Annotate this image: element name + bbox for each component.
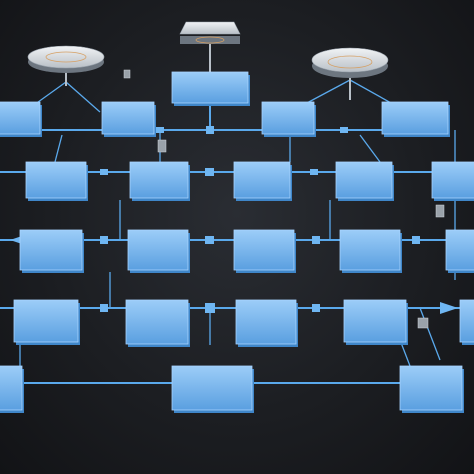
- platform-ring: [327, 55, 373, 69]
- sensor-icon: [435, 204, 445, 218]
- node-box: [233, 229, 296, 273]
- node-box-face: [127, 229, 189, 271]
- node-box: [339, 229, 402, 273]
- node-box-face: [19, 229, 83, 271]
- drop-4: [359, 134, 381, 163]
- conn-dot: [205, 303, 215, 313]
- node-box-face: [13, 299, 79, 343]
- node-box-face: [399, 365, 463, 411]
- node-box-face: [25, 161, 87, 199]
- row34-link-3: [419, 307, 441, 361]
- node-box: [235, 299, 298, 347]
- node-box: [171, 71, 250, 106]
- node-box: [431, 161, 474, 201]
- node-layer: [0, 71, 474, 413]
- node-box: [129, 161, 190, 201]
- platform-hub-left: [27, 45, 105, 86]
- platform-top: [311, 47, 389, 73]
- node-box-face: [459, 299, 474, 343]
- node-box-face: [431, 161, 474, 199]
- node-box-face: [339, 229, 401, 271]
- platform-ring: [45, 51, 87, 63]
- conn-dot: [340, 127, 348, 133]
- node-box-face: [233, 229, 295, 271]
- node-box-face: [0, 101, 41, 135]
- sensor-icon: [417, 317, 429, 329]
- arrow-right-icon: [440, 302, 458, 314]
- node-box-face: [125, 299, 189, 345]
- arrow-left-icon: [10, 236, 22, 244]
- node-box-face: [171, 71, 249, 104]
- conn-dot: [206, 126, 214, 134]
- conn-dot: [312, 304, 320, 312]
- conn-dot: [205, 236, 214, 244]
- node-box: [233, 161, 292, 201]
- node-box: [13, 299, 80, 345]
- sensor-icon: [157, 139, 167, 153]
- conn-dot: [412, 236, 420, 244]
- node-box: [0, 101, 42, 137]
- node-box: [0, 365, 24, 413]
- node-box-face: [261, 101, 315, 135]
- platform-top: [179, 21, 241, 35]
- node-box: [381, 101, 450, 137]
- platform-top: [27, 45, 105, 69]
- node-box: [445, 229, 474, 273]
- conn-dot: [310, 169, 318, 175]
- node-box: [19, 229, 84, 273]
- node-box-face: [233, 161, 291, 199]
- node-box-face: [445, 229, 474, 271]
- connectors: [10, 126, 458, 314]
- node-box: [335, 161, 394, 201]
- platform-hub-center: [179, 21, 241, 72]
- node-box: [261, 101, 316, 137]
- node-box: [125, 299, 190, 347]
- conn-dot: [205, 168, 214, 176]
- node-box-face: [101, 101, 155, 135]
- node-box: [343, 299, 408, 345]
- node-box: [171, 365, 254, 413]
- sensor-icon: [123, 69, 131, 79]
- node-box: [459, 299, 474, 345]
- conn-dot: [156, 127, 164, 133]
- platform-ring: [195, 36, 225, 44]
- hub-left-link-2: [65, 81, 101, 113]
- node-box: [101, 101, 156, 137]
- node-box: [127, 229, 190, 273]
- platform-hub-right: [311, 47, 389, 100]
- node-box-face: [129, 161, 189, 199]
- node-box-face: [335, 161, 393, 199]
- conn-dot: [100, 304, 108, 312]
- platform-rim: [180, 36, 240, 44]
- node-box-face: [381, 101, 449, 135]
- sensors: [123, 69, 445, 329]
- conn-dot: [100, 169, 108, 175]
- node-box-face: [235, 299, 297, 345]
- conn-dot: [100, 236, 108, 244]
- node-box-face: [171, 365, 253, 411]
- drop-1: [54, 134, 63, 163]
- node-box-face: [343, 299, 407, 343]
- node-box: [25, 161, 88, 201]
- node-box: [399, 365, 464, 413]
- node-box-face: [0, 365, 23, 411]
- conn-dot: [312, 236, 320, 244]
